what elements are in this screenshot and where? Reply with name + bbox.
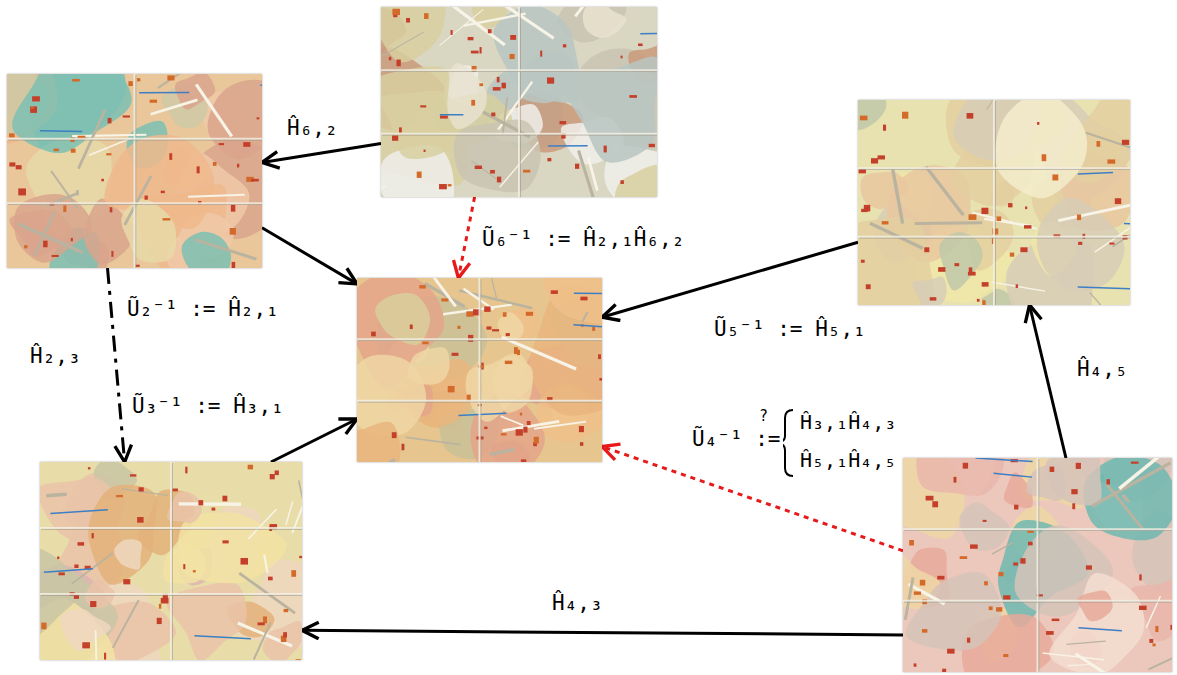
formula-label: ? <box>757 408 770 425</box>
edge-label-box: Ũ₂⁻¹ := Ĥ₂,₁ <box>125 298 281 321</box>
edge-label: Ũ₅⁻¹ := Ĥ₅,₁ <box>712 318 868 341</box>
formula-label-box: ? <box>757 408 770 425</box>
formula-label-box: Ĥ₅,₁Ĥ₄,₅ <box>798 449 898 471</box>
edge-label-box: Ũ₄⁻¹ := <box>690 428 783 451</box>
map-photo <box>381 7 657 197</box>
edge-label-box: Ĥ₄,₃ <box>550 592 605 615</box>
formula-label-box: Ĥ₃,₁Ĥ₄,₃ <box>798 411 898 433</box>
edge-label: Ĥ₂,₃ <box>28 345 83 368</box>
map-photo-node <box>7 74 262 268</box>
edge-label: Ĥ₆,₂ <box>285 117 340 140</box>
arrow <box>271 419 357 462</box>
map-photo <box>903 458 1172 672</box>
map-photo-node <box>40 462 302 660</box>
edge-label-box: Ũ₅⁻¹ := Ĥ₅,₁ <box>712 318 868 341</box>
map-photo-node <box>903 458 1172 672</box>
edge-label: Ĥ₄,₅ <box>1075 358 1130 381</box>
map-photo <box>40 462 302 660</box>
edge-label: Ũ₂⁻¹ := Ĥ₂,₁ <box>125 298 281 321</box>
arrow <box>302 630 903 635</box>
arrow <box>262 143 381 162</box>
map-photo-node <box>357 278 602 462</box>
formula-label: Ĥ₃,₁Ĥ₄,₃ <box>798 411 898 433</box>
map-photo <box>7 74 262 268</box>
formula-label: Ĥ₅,₁Ĥ₄,₅ <box>798 449 898 471</box>
map-photo <box>357 278 602 462</box>
dotted-arrow <box>602 447 903 551</box>
dotted-arrow <box>458 197 474 278</box>
arrow <box>262 228 357 284</box>
edge-label-box: Ũ₃⁻¹ := Ĥ₃,₁ <box>130 395 286 418</box>
edge-label: Ũ₆⁻¹ := Ĥ₂,₁Ĥ₆,₂ <box>480 228 686 251</box>
edge-label: Ũ₃⁻¹ := Ĥ₃,₁ <box>130 395 286 418</box>
edge-label: Ĥ₄,₃ <box>550 592 605 615</box>
map-photo-node <box>381 7 657 197</box>
arrow <box>1030 305 1066 458</box>
edge-label: Ũ₄⁻¹ := <box>690 428 783 451</box>
arrow <box>602 242 858 317</box>
edge-label-box: Ĥ₄,₅ <box>1075 358 1130 381</box>
edge-label-box: Ĥ₆,₂ <box>285 117 340 140</box>
map-photo-node <box>858 100 1130 305</box>
edge-label-box: Ĥ₂,₃ <box>28 345 83 368</box>
map-photo <box>858 100 1130 305</box>
edge-label-box: Ũ₆⁻¹ := Ĥ₂,₁Ĥ₆,₂ <box>480 228 686 251</box>
arrow <box>107 268 124 462</box>
